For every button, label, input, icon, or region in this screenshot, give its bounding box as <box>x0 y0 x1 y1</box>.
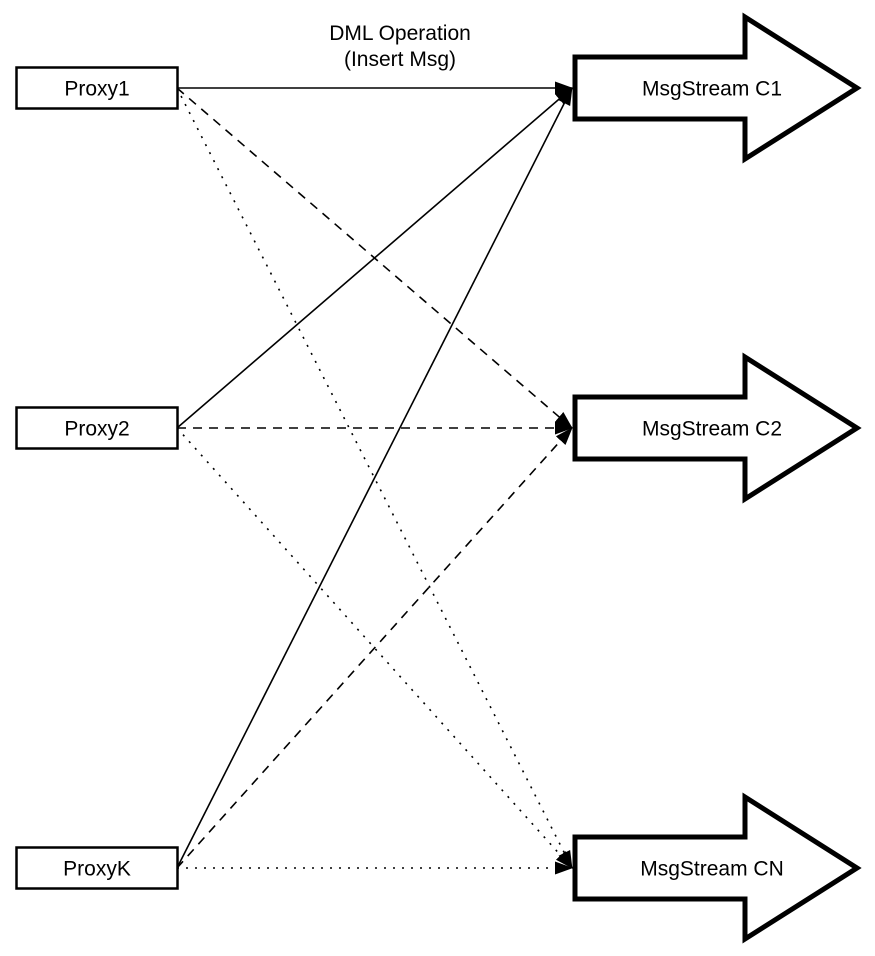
node-msgstream-c2: MsgStream C2 <box>572 352 862 504</box>
proxy1-box <box>15 66 179 110</box>
node-proxy2: Proxy2 <box>15 406 179 450</box>
msgstream-cn-label: MsgStream CN <box>640 858 784 881</box>
diagram-title: DML Operation (Insert Msg) <box>329 22 471 71</box>
diagram-title-line2: (Insert Msg) <box>344 48 456 71</box>
proxy2-box <box>15 406 179 450</box>
proxy1-label: Proxy1 <box>64 78 129 101</box>
proxy2-label: Proxy2 <box>64 418 129 441</box>
msgstream-c1-label: MsgStream C1 <box>642 78 782 101</box>
edge-proxyk-c2 <box>176 427 573 869</box>
proxyk-label: ProxyK <box>63 858 131 881</box>
edge-proxy1-cn <box>176 87 573 869</box>
msgstream-c2-label: MsgStream C2 <box>642 418 782 441</box>
node-msgstream-cn: MsgStream CN <box>572 792 862 944</box>
node-proxyk: ProxyK <box>15 846 179 890</box>
node-msgstream-c1: MsgStream C1 <box>572 12 862 164</box>
proxyk-box <box>15 846 179 890</box>
diagram-title-line1: DML Operation <box>329 22 471 45</box>
node-proxy1: Proxy1 <box>15 66 179 110</box>
edge-proxy2-c1 <box>176 87 573 429</box>
edge-proxyk-c1 <box>176 87 573 869</box>
msgstream-cn-arrow-shape <box>572 792 862 944</box>
edges-layer <box>176 81 573 875</box>
msgstream-c1-arrow-shape <box>572 12 862 164</box>
msgstream-c2-arrow-shape <box>572 352 862 504</box>
